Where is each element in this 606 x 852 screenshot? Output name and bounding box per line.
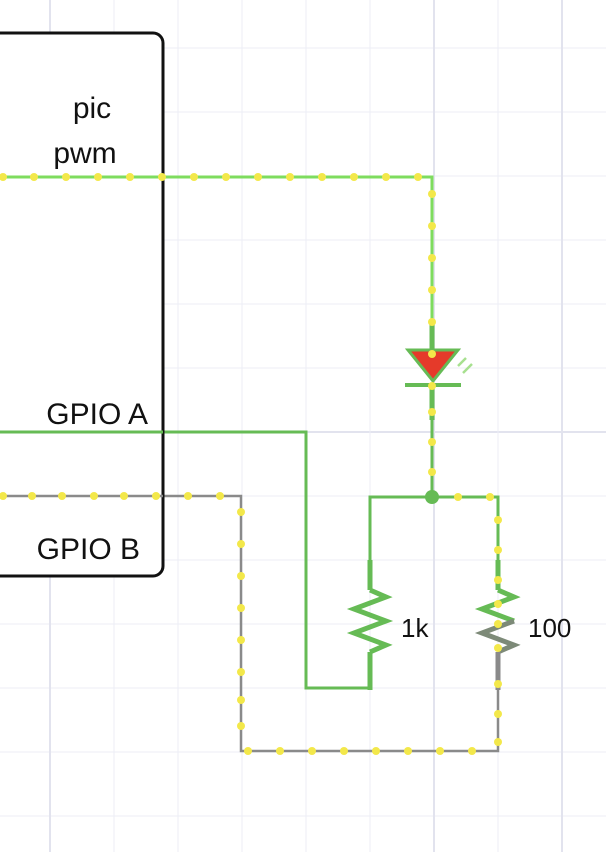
chip-body[interactable] — [0, 31, 165, 578]
wire-node-to-r1[interactable] — [368, 495, 432, 590]
pin-label-gpio-b: GPIO B — [37, 533, 140, 566]
led-light-ray-1 — [457, 357, 467, 367]
pin-label-gpio-a: GPIO A — [46, 398, 148, 431]
led-triangle — [404, 348, 462, 384]
led[interactable] — [404, 320, 473, 420]
chip-label-line1: pic — [73, 92, 111, 125]
led-light-ray-2 — [462, 363, 473, 374]
resistor-1k[interactable]: 1k — [346, 560, 429, 690]
resistor-1k-label: 1k — [401, 613, 429, 643]
resistor-100-label: 100 — [528, 613, 571, 643]
junction-node[interactable] — [425, 490, 439, 504]
chip-label-line2: pwm — [53, 137, 116, 170]
resistor-1k-zigzag — [346, 587, 394, 655]
wire-node-to-right[interactable] — [432, 495, 500, 590]
pic-chip[interactable]: pic pwm GPIO A GPIO B — [0, 31, 165, 578]
current-dots — [0, 173, 502, 755]
